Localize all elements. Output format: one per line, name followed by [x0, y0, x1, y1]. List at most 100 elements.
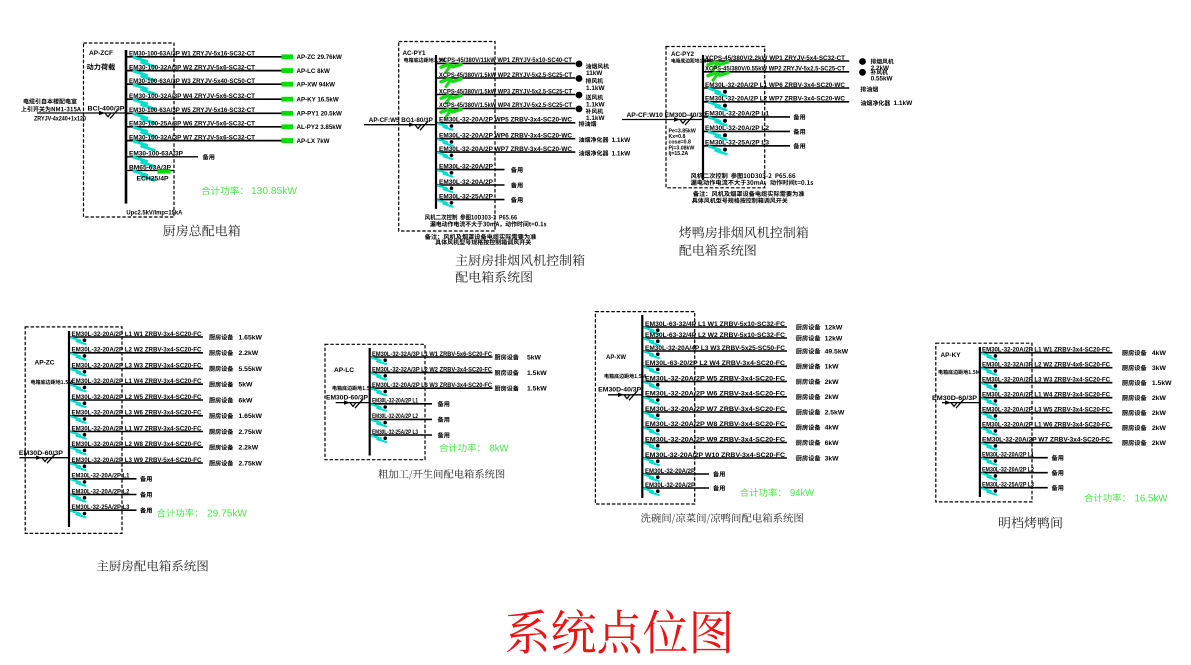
svg-text:ZRYJV-4x240+1x120: ZRYJV-4x240+1x120 [34, 116, 86, 123]
svg-text:2.2kW: 2.2kW [239, 445, 259, 452]
svg-text:5kW: 5kW [527, 354, 542, 361]
svg-text:EM30-100-32A/3P W2 ZRYJV-5x6-: EM30-100-32A/3P W2 ZRYJV-5x6-SC32-CT [129, 64, 256, 71]
svg-text:EM30L-32-20A/2P W9 ZRBV-3x4-S: EM30L-32-20A/2P W9 ZRBV-3x4-SC20-FC [645, 436, 785, 443]
svg-text:2.75kW: 2.75kW [239, 429, 263, 436]
svg-text:EM30L-32-20A/2P: EM30L-32-20A/2P [645, 482, 696, 489]
svg-text:EM30L-32-20A/2P L1 W7 ZRBV-3x4: EM30L-32-20A/2P L1 W7 ZRBV-3x4-SC20-FC [72, 425, 202, 432]
svg-text:AP-PY1 20.5kW: AP-PY1 20.5kW [297, 111, 343, 118]
svg-text:XCPS-45/380V/0.55kW WP2 ZRYJV-: XCPS-45/380V/0.55kW WP2 ZRYJV-5x2.5-SC25… [705, 66, 846, 73]
svg-text:EM30L-32-20A/2P L1 W4 ZRBV-3x4: EM30L-32-20A/2P L1 W4 ZRBV-3x4-SC20-FC [982, 392, 1110, 399]
svg-text:EM30D-60/3P: EM30D-60/3P [932, 396, 977, 402]
svg-text:EM30L-32-20A/2P L1 W4 ZRBV-3x4: EM30L-32-20A/2P L1 W4 ZRBV-3x4-SC20-FC [72, 378, 202, 385]
svg-text:4kW: 4kW [825, 425, 840, 432]
svg-text:XCPS-45/380V/2.2kW WP1 ZRYJV-5: XCPS-45/380V/2.2kW WP1 ZRYJV-5x4-SC32-CT [705, 55, 846, 62]
svg-text:AP-XW 94kW: AP-XW 94kW [297, 82, 336, 89]
svg-text:EM30L-32-20A/2P L2 W5 ZRBV-3x4: EM30L-32-20A/2P L2 W5 ZRBV-3x4-SC20-FC [72, 394, 202, 401]
svg-text:1.65kW: 1.65kW [239, 413, 263, 420]
svg-text:EM30D-60/3P: EM30D-60/3P [326, 396, 368, 402]
svg-text:AP-XW: AP-XW [606, 354, 627, 361]
svg-text:EM30L-32-20A/2P W6 ZRBV-3x4-S: EM30L-32-20A/2P W6 ZRBV-3x4-SC20-FC [645, 391, 785, 398]
svg-text:EM30L-32-25A/2P: EM30L-32-25A/2P [439, 193, 494, 200]
svg-text:EM30L-63-20/2P L2 W4 ZRBV-3x4-: EM30L-63-20/2P L2 W4 ZRBV-3x4-SC20-FC [645, 360, 785, 367]
svg-text:5kW: 5kW [239, 382, 254, 389]
svg-text:AP-ZCF: AP-ZCF [89, 50, 113, 57]
svg-text:2kW: 2kW [825, 379, 840, 386]
svg-text:2kW: 2kW [1152, 395, 1167, 402]
svg-text:AC-PY1: AC-PY1 [403, 50, 427, 57]
svg-text:1.5kW: 1.5kW [1152, 380, 1172, 387]
svg-text:EM30L-32-20A/2P L2: EM30L-32-20A/2P L2 [982, 467, 1034, 474]
svg-text:1kW: 1kW [825, 364, 840, 371]
svg-text:130.85kW: 130.85kW [251, 186, 298, 197]
svg-text:AP-KY 16.5kW: AP-KY 16.5kW [297, 97, 339, 104]
svg-text:6kW: 6kW [825, 440, 840, 447]
svg-text:EM30L-32-20A/2P L1 W1 ZRBV-3x4: EM30L-32-20A/2P L1 W1 ZRBV-3x4-SC20-FC [72, 331, 202, 338]
svg-text:AP-CF:W10 EM30D-40/3P: AP-CF:W10 EM30D-40/3P [627, 113, 707, 119]
svg-text:EM30-100-32A/3P W4 ZRYJV-5x6-: EM30-100-32A/3P W4 ZRYJV-5x6-SC32-CT [129, 93, 256, 100]
svg-text:Kx=0.8: Kx=0.8 [669, 134, 686, 140]
svg-text:AP-KY: AP-KY [941, 352, 962, 359]
svg-text:EM30L-32-32A/3P L2 W2 ZRBV-3x4: EM30L-32-32A/3P L2 W2 ZRBV-3x4-SC20-FC [372, 366, 492, 373]
svg-text:EM30L-32-25A/2P L3: EM30L-32-25A/2P L3 [372, 429, 418, 436]
svg-text:94kW: 94kW [790, 488, 815, 499]
svg-text:AP-ZC 29.76kW: AP-ZC 29.76kW [297, 54, 343, 61]
svg-text:1.1kW: 1.1kW [586, 115, 605, 122]
svg-text:2.75kW: 2.75kW [239, 460, 263, 467]
svg-text:EM30L-32-32A/3P L2 W2 ZRBV-4x6: EM30L-32-32A/3P L2 W2 ZRBV-4x6-SC20-FC [982, 362, 1110, 369]
svg-text:EM30L-63-32/4P L1 W1 ZRBV-5x10: EM30L-63-32/4P L1 W1 ZRBV-5x10-SC32-FC [645, 321, 785, 328]
svg-text:3kW: 3kW [1152, 365, 1167, 372]
svg-text:2kW: 2kW [1152, 440, 1167, 447]
svg-text:AP-LC: AP-LC [334, 367, 354, 374]
svg-text:Pe=3.85kW: Pe=3.85kW [669, 129, 696, 135]
svg-text:EM30L-32-32A/3P L1 W1 ZRBV-5x6: EM30L-32-32A/3P L1 W1 ZRBV-5x6-SC20-FC [372, 351, 492, 358]
svg-text:EM30L-32-20A/2P: EM30L-32-20A/2P [645, 468, 696, 475]
svg-text:EM30L-32-20A/2P L1: EM30L-32-20A/2P L1 [72, 473, 130, 480]
svg-text:Ij=15.2A: Ij=15.2A [669, 151, 689, 157]
svg-text:1.1kW: 1.1kW [612, 150, 632, 157]
svg-text:EM30L-63-32/4P L2 W2 ZRBV-5x10: EM30L-63-32/4P L2 W2 ZRBV-5x10-SC32-FC [645, 332, 785, 339]
svg-text:XCPS-45/380V/1.5kW WP2 ZRYJV-5: XCPS-45/380V/1.5kW WP2 ZRYJV-5x2.5-SC25-… [439, 72, 573, 79]
svg-text:EM30L-32-20A/2P W7 ZRBV-3x4-S: EM30L-32-20A/2P W7 ZRBV-3x4-SC20-FC [982, 437, 1110, 444]
svg-text:EM30L-32-20A/2P: EM30L-32-20A/2P [439, 163, 494, 170]
svg-text:1.1kW: 1.1kW [612, 137, 632, 144]
svg-text:BCI-400/3P: BCI-400/3P [88, 107, 125, 113]
svg-text:EM30L-32-20A/2P L1 WP6 ZRBV-3x: EM30L-32-20A/2P L1 WP6 ZRBV-3x4-SC20-WC [705, 82, 845, 89]
svg-text:12kW: 12kW [825, 335, 843, 342]
svg-text:EM30L-32-20A/2P L3 W3 ZRBV-3x4: EM30L-32-20A/2P L3 W3 ZRBV-3x4-SC20-FC [72, 362, 202, 369]
svg-text:2.2kW: 2.2kW [871, 65, 889, 72]
svg-text:2kW: 2kW [1152, 425, 1167, 432]
svg-text:XCPS-45/380V/1.5kW WP4 ZRYJV-5: XCPS-45/380V/1.5kW WP4 ZRYJV-5x2.5-SC25-… [439, 102, 573, 109]
svg-text:AP-ZC: AP-ZC [35, 360, 55, 367]
svg-text:1.1kW: 1.1kW [586, 85, 605, 92]
svg-text:4kW: 4kW [1152, 350, 1167, 357]
svg-text:EM30L-32-25A/2P L3: EM30L-32-25A/2P L3 [705, 140, 769, 147]
svg-text:EM30-100-63A/3P: EM30-100-63A/3P [129, 151, 183, 157]
svg-text:EM30L-32-25A/2P L3: EM30L-32-25A/2P L3 [72, 504, 130, 511]
svg-text:EM30L-32-20A/2P L2: EM30L-32-20A/2P L2 [372, 413, 418, 420]
svg-text:EM30-100-25A/3P W6 ZRYJV-5x6-S: EM30-100-25A/3P W6 ZRYJV-5x6-SC32-CT [129, 121, 256, 128]
svg-text:EM30-100-32A/3P W7 ZRYJV-5x6-S: EM30-100-32A/3P W7 ZRYJV-5x6-SC32-CT [129, 134, 256, 141]
svg-text:EM30-100-63A/3P W1 ZRYJV-5x16-: EM30-100-63A/3P W1 ZRYJV-5x16-SC32-CT [129, 51, 256, 58]
svg-text:cosø=0.8: cosø=0.8 [669, 140, 691, 146]
svg-text:EM30L-32-20A/2P L1: EM30L-32-20A/2P L1 [372, 398, 418, 405]
svg-text:11kW: 11kW [586, 70, 603, 77]
svg-text:3kW: 3kW [825, 455, 840, 462]
svg-text:EM30L-32-20A/2P L2: EM30L-32-20A/2P L2 [705, 125, 769, 132]
svg-text:1.1kW: 1.1kW [894, 100, 914, 107]
svg-text:EM30L-32-20A/2P L2 W2 ZRBV-3x4: EM30L-32-20A/2P L2 W2 ZRBV-3x4-SC20-FC [72, 347, 202, 354]
svg-text:EM30L-32-20A/2P L2 WP7 ZRBV-3x: EM30L-32-20A/2P L2 WP7 ZRBV-3x4-SC20-WC [705, 96, 845, 103]
svg-text:AC-PY2: AC-PY2 [671, 51, 695, 58]
svg-text:1.65kW: 1.65kW [239, 334, 263, 341]
svg-text:1.5kW: 1.5kW [527, 386, 547, 393]
svg-text:1.1kW: 1.1kW [586, 101, 605, 108]
svg-text:EM30D-60/3P: EM30D-60/3P [19, 451, 63, 457]
svg-text:EM30L-32-20A/2P L3 W9 ZRBV-5x4: EM30L-32-20A/2P L3 W9 ZRBV-5x4-SC20-FC [72, 457, 202, 464]
svg-text:49.5kW: 49.5kW [825, 348, 849, 355]
svg-text:BM65-63A/3P: BM65-63A/3P [129, 165, 171, 171]
svg-text:29.75kW: 29.75kW [207, 509, 248, 520]
svg-text:EM30L-32-20A/4P L3 W3 ZRBV-5x2: EM30L-32-20A/4P L3 W3 ZRBV-5x25-SC50-FC [645, 345, 785, 352]
svg-text:EM30L-32-20A/2P L3 W6 ZRBV-3x4: EM30L-32-20A/2P L3 W6 ZRBV-3x4-SC20-FC [72, 410, 202, 417]
svg-text:EM30L-32-20A/2P: EM30L-32-20A/2P [439, 179, 494, 186]
svg-text:EM30L-32-20A/2P L1: EM30L-32-20A/2P L1 [705, 111, 769, 118]
svg-text:XCPS-45/380V/1.5kW WP3 ZRYJV-5: XCPS-45/380V/1.5kW WP3 ZRYJV-5x2.5-SC25-… [439, 88, 573, 95]
